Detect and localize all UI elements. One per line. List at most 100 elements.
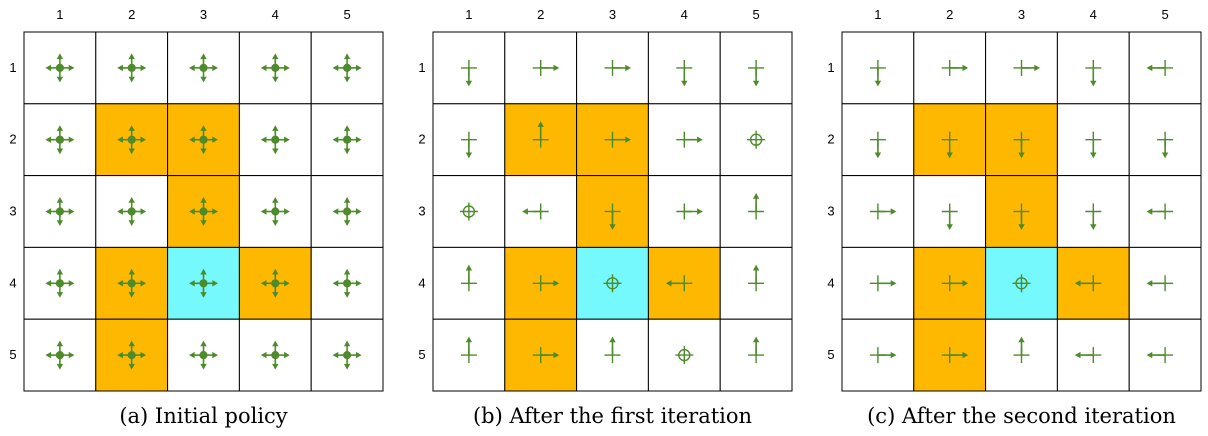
policy-glyph xyxy=(189,340,218,370)
arrowhead xyxy=(355,351,362,359)
policy-glyph xyxy=(532,347,560,364)
policy-glyph xyxy=(676,131,703,148)
arrowhead xyxy=(212,351,218,359)
policy-glyph xyxy=(260,53,290,83)
column-label: 3 xyxy=(609,7,616,22)
policy-glyph xyxy=(604,336,621,364)
policy-glyph xyxy=(941,347,969,364)
arrowhead xyxy=(343,148,351,155)
policy-glyph xyxy=(941,131,958,159)
row-label: 4 xyxy=(827,275,834,290)
policy-glyph xyxy=(189,268,218,298)
arrowhead xyxy=(332,280,339,287)
arrowhead xyxy=(128,76,135,83)
arrowhead xyxy=(962,280,969,287)
policy-glyph xyxy=(332,340,362,370)
arrowhead xyxy=(56,76,64,83)
arrowhead xyxy=(752,264,760,271)
arrowhead xyxy=(212,280,218,287)
arrowhead xyxy=(553,351,560,359)
column-label: 1 xyxy=(56,7,63,22)
stay-dot xyxy=(55,207,65,216)
column-label: 3 xyxy=(1018,7,1025,22)
arrowhead xyxy=(140,64,147,72)
arrowhead xyxy=(212,208,218,215)
policy-glyph xyxy=(665,275,693,292)
arrowhead xyxy=(962,351,969,359)
arrowhead xyxy=(128,53,135,60)
policy-glyph xyxy=(117,197,147,226)
arrowhead xyxy=(890,208,897,215)
policy-glyph xyxy=(748,193,765,220)
stay-dot xyxy=(127,351,136,360)
policy-glyph xyxy=(332,197,362,226)
arrowhead xyxy=(272,197,279,203)
arrowhead xyxy=(465,152,473,159)
policy-glyph xyxy=(189,125,218,155)
stay-dot xyxy=(343,351,352,360)
stay-circle xyxy=(462,205,476,218)
forbidden-cell xyxy=(504,246,578,320)
policy-glyph xyxy=(603,274,622,293)
policy-glyph xyxy=(459,202,478,221)
column-label: 2 xyxy=(946,7,953,22)
arrowhead xyxy=(1090,152,1097,159)
arrowhead xyxy=(890,280,897,287)
stay-dot xyxy=(199,63,208,73)
stay-dot xyxy=(55,63,65,73)
policy-glyph xyxy=(748,336,765,364)
arrowhead xyxy=(625,64,631,72)
stay-dot xyxy=(271,207,280,216)
policy-glyph xyxy=(748,264,765,292)
stay-dot xyxy=(343,63,352,73)
arrowhead xyxy=(284,64,290,72)
policy-glyph xyxy=(45,125,75,155)
arrowhead xyxy=(128,340,135,347)
arrowhead xyxy=(343,220,351,226)
policy-glyph xyxy=(45,197,75,226)
policy-glyph xyxy=(941,275,969,292)
policy-glyph xyxy=(604,203,621,230)
column-label: 2 xyxy=(537,7,544,22)
arrowhead xyxy=(272,125,279,131)
arrowhead xyxy=(128,292,135,298)
arrowhead xyxy=(200,53,207,60)
arrowhead xyxy=(128,148,135,155)
policy-glyph xyxy=(117,268,147,298)
arrowhead xyxy=(200,363,207,370)
stay-dot xyxy=(343,207,352,216)
arrowhead xyxy=(1090,80,1097,87)
policy-glyph xyxy=(460,59,477,87)
arrowhead xyxy=(68,136,75,143)
arrowhead xyxy=(1146,351,1153,359)
arrowhead xyxy=(681,80,688,87)
grid-cell xyxy=(310,175,384,248)
arrowhead xyxy=(260,208,267,215)
policy-glyph xyxy=(869,59,886,87)
arrowhead xyxy=(212,64,218,72)
arrowhead xyxy=(56,268,64,275)
arrowhead xyxy=(752,80,760,87)
arrowhead xyxy=(1090,224,1097,230)
row-label: 3 xyxy=(418,204,425,219)
arrowhead xyxy=(189,351,195,359)
column-label: 5 xyxy=(343,7,350,22)
policy-glyph xyxy=(1085,131,1102,159)
stay-circle xyxy=(678,348,691,362)
arrowhead xyxy=(332,208,339,215)
arrowhead xyxy=(697,208,703,215)
arrowhead xyxy=(874,80,882,87)
column-label: 1 xyxy=(465,7,472,22)
policy-glyph xyxy=(260,125,290,155)
policy-glyph xyxy=(460,131,477,159)
arrowhead xyxy=(272,53,279,60)
arrowhead xyxy=(200,125,207,131)
stay-dot xyxy=(199,207,208,216)
arrowhead xyxy=(272,268,279,275)
column-label: 4 xyxy=(681,7,688,22)
arrowhead xyxy=(752,193,760,199)
column-label: 3 xyxy=(200,7,207,22)
policy-glyph xyxy=(675,346,694,365)
arrowhead xyxy=(946,152,953,159)
